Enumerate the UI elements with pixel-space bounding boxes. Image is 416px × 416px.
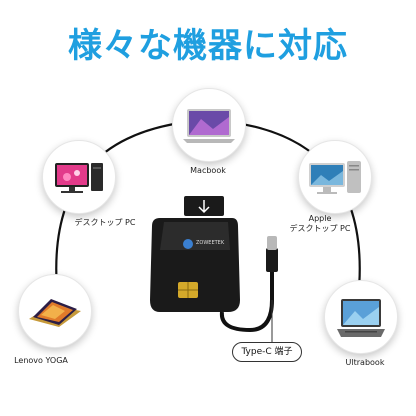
- lenovo-yoga-device-image: [18, 274, 92, 348]
- macbook-label: Macbook: [190, 166, 226, 175]
- apple-desktop-label-line2: デスクトップ PC: [289, 224, 351, 233]
- headline: 様々な機器に対応: [68, 26, 348, 66]
- apple-desktop-device-image: [298, 140, 372, 214]
- desktop-pc-label: デスクトップ PC: [74, 218, 136, 227]
- apple-desktop-label-line1: Apple: [308, 214, 332, 223]
- ultrabook-device-image: [324, 280, 398, 354]
- desktop-pc-device-image: [42, 140, 116, 214]
- reader-brand-text: ZOWEETEK: [196, 240, 225, 246]
- macbook-device-image: [172, 88, 246, 162]
- lenovo-yoga-label: Lenovo YOGA: [14, 356, 68, 365]
- type-c-connector-badge: Type-C 端子: [232, 342, 302, 362]
- ultrabook-label: Ultrabook: [345, 358, 385, 367]
